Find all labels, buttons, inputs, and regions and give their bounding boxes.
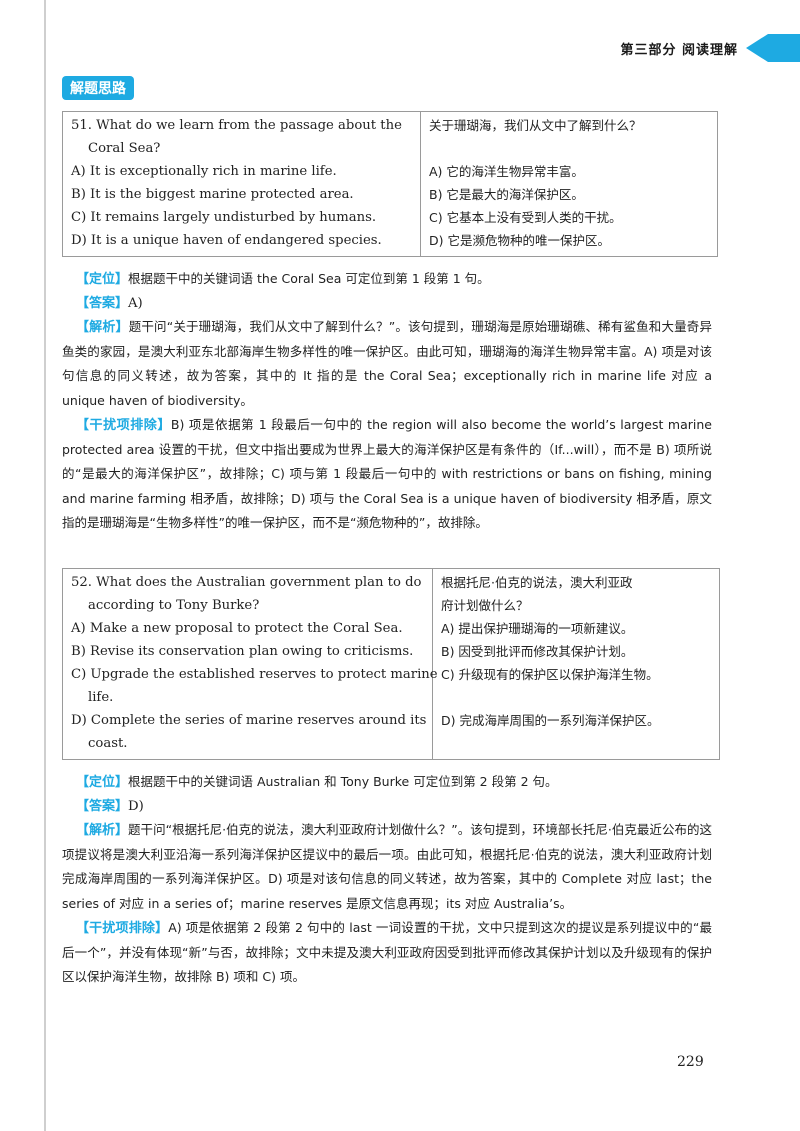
question-51-stem: 51. What do we learn from the passage ab… — [71, 118, 402, 133]
question-52-stem-zh: 根据托尼·伯克的说法，澳大利亚政 — [441, 575, 633, 590]
option-51-a-zh: A) 它的海洋生物异常丰富。 — [429, 164, 584, 179]
question-51-stem-cont: Coral Sea? — [88, 141, 161, 156]
locate-52: 【定位】根据题干中的关键词语 Australian 和 Tony Burke 可… — [76, 774, 558, 790]
option-51-d-zh: D) 它是濒危物种的唯一保护区。 — [429, 233, 610, 248]
option-51-b-zh: B) 它是最大的海洋保护区。 — [429, 187, 584, 202]
option-52-d-zh: D) 完成海岸周围的一系列海洋保护区。 — [441, 713, 660, 728]
option-52-d-cont: coast. — [88, 736, 128, 751]
answer-52: 【答案】D) — [76, 798, 144, 814]
option-51-a: A) It is exceptionally rich in marine li… — [71, 164, 337, 179]
locate-51: 【定位】根据题干中的关键词语 the Coral Sea 可定位到第 1 段第 … — [76, 271, 490, 287]
answer-51: 【答案】A) — [76, 295, 143, 311]
option-52-c-zh: C) 升级现有的保护区以保护海洋生物。 — [441, 667, 659, 682]
analysis-52: 【解析】题干问“根据托尼·伯克的说法，澳大利亚政府计划做什么？”。该句提到，环境… — [62, 822, 712, 911]
solution-badge: 解题思路 — [62, 76, 134, 100]
locate-tag: 【定位】 — [76, 775, 129, 790]
option-52-d: D) Complete the series of marine reserve… — [71, 713, 427, 728]
question-52-chinese: 根据托尼·伯克的说法，澳大利亚政 府计划做什么？ A) 提出保护珊瑚海的一项新建… — [433, 569, 719, 759]
distractor-52: 【干扰项排除】A) 项是依据第 2 段第 2 句中的 last 一词设置的干扰，… — [62, 920, 712, 984]
question-52-stem-cont: according to Tony Burke? — [88, 598, 260, 613]
locate-tag: 【定位】 — [76, 272, 129, 287]
answer-tag: 【答案】 — [76, 295, 129, 311]
header-tab-bar — [768, 34, 800, 62]
option-52-c-cont: life. — [88, 690, 114, 705]
question-51-stem-zh: 关于珊瑚海，我们从文中了解到什么？ — [429, 118, 642, 133]
answer-tag: 【答案】 — [76, 798, 129, 814]
option-51-d: D) It is a unique haven of endangered sp… — [71, 233, 382, 248]
option-52-a-zh: A) 提出保护珊瑚海的一项新建议。 — [441, 621, 634, 636]
question-51-box: 51. What do we learn from the passage ab… — [62, 111, 718, 257]
distractor-51: 【干扰项排除】B) 项是依据第 1 段最后一句中的 the region wil… — [62, 417, 712, 530]
option-52-b-zh: B) 因受到批评而修改其保护计划。 — [441, 644, 634, 659]
option-52-a: A) Make a new proposal to protect the Co… — [71, 621, 403, 636]
page-spine — [44, 0, 46, 1131]
question-52-stem-zh-cont: 府计划做什么？ — [441, 598, 529, 613]
question-51-english: 51. What do we learn from the passage ab… — [63, 112, 421, 256]
distractor-tag: 【干扰项排除】 — [76, 418, 171, 433]
question-52-stem: 52. What does the Australian government … — [71, 575, 422, 590]
section-title: 第三部分 阅读理解 — [620, 42, 738, 58]
option-51-b: B) It is the biggest marine protected ar… — [71, 187, 354, 202]
question-52-english: 52. What does the Australian government … — [63, 569, 438, 759]
arrow-tab-icon — [746, 34, 768, 62]
option-51-c-zh: C) 它基本上没有受到人类的干扰。 — [429, 210, 622, 225]
analysis-tag: 【解析】 — [76, 320, 129, 335]
option-52-b: B) Revise its conservation plan owing to… — [71, 644, 414, 659]
distractor-tag: 【干扰项排除】 — [76, 921, 169, 936]
answer-51-section: 【定位】根据题干中的关键词语 the Coral Sea 可定位到第 1 段第 … — [62, 267, 712, 536]
page-header: 第三部分 阅读理解 — [620, 34, 800, 62]
option-51-c: C) It remains largely undisturbed by hum… — [71, 210, 377, 225]
question-51-chinese: 关于珊瑚海，我们从文中了解到什么？ A) 它的海洋生物异常丰富。 B) 它是最大… — [421, 112, 717, 256]
analysis-tag: 【解析】 — [76, 823, 129, 838]
page-number: 229 — [677, 1054, 704, 1070]
answer-52-section: 【定位】根据题干中的关键词语 Australian 和 Tony Burke 可… — [62, 770, 712, 990]
question-52-box: 52. What does the Australian government … — [62, 568, 720, 760]
option-52-c: C) Upgrade the established reserves to p… — [71, 667, 438, 682]
analysis-51: 【解析】题干问“关于珊瑚海，我们从文中了解到什么？”。该句提到，珊瑚海是原始珊瑚… — [62, 319, 712, 408]
